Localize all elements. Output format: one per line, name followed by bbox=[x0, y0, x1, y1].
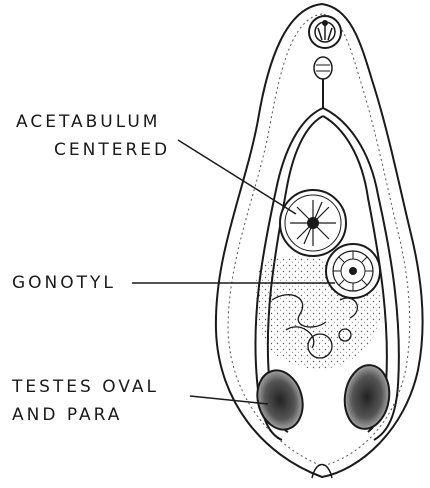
acetabulum bbox=[280, 190, 346, 256]
pharynx bbox=[314, 57, 332, 79]
gonotyl bbox=[326, 244, 380, 298]
oral-sucker bbox=[309, 16, 341, 48]
label-gonotyl: GONOTYL bbox=[12, 271, 116, 295]
label-testes-oval: TESTES OVAL bbox=[12, 375, 159, 399]
label-and-para: AND PARA bbox=[12, 403, 122, 427]
label-acetabulum-centered: CENTERED bbox=[54, 138, 170, 162]
label-acetabulum: ACETABULUM bbox=[16, 110, 160, 134]
